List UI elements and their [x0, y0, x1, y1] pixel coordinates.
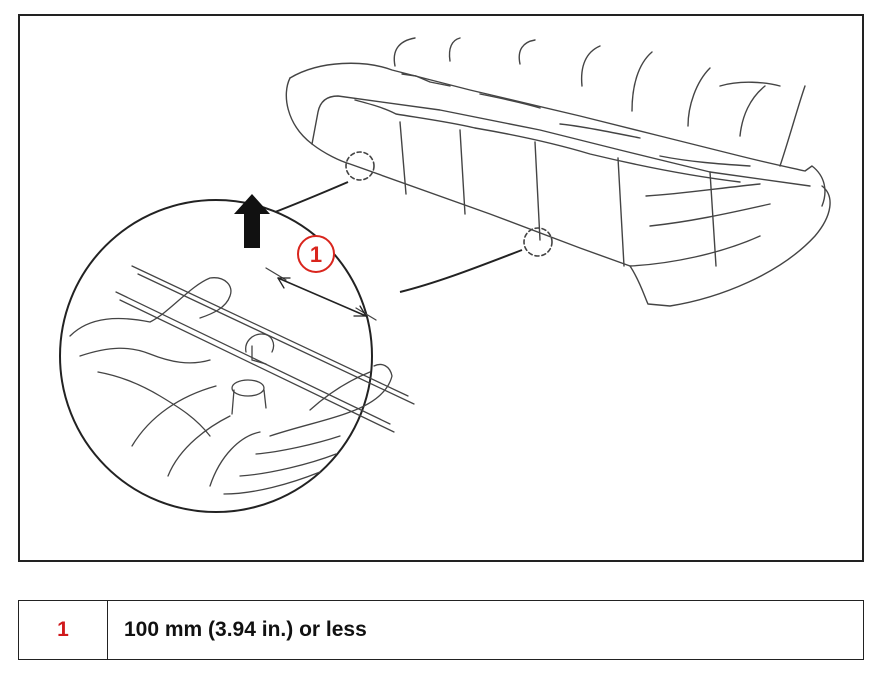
zoom-circle: [59, 199, 373, 513]
seat-back: [393, 37, 806, 167]
magnified-callout: [59, 181, 523, 513]
legend-key: 1: [18, 600, 108, 660]
callout-label: 1: [310, 242, 322, 267]
rear-hook-marker-left: [345, 151, 375, 181]
zoom-contents: [69, 265, 415, 495]
callout-1: 1: [297, 235, 335, 273]
legend-description: 100 mm (3.94 in.) or less: [107, 600, 864, 660]
up-arrow-icon: [234, 194, 270, 248]
callout-circle: [297, 235, 335, 273]
legend-table: 1 100 mm (3.94 in.) or less: [18, 600, 864, 660]
seat-cushion: [285, 62, 831, 307]
seat-removal-illustration: 1: [59, 37, 831, 513]
illustration-frame: 1: [18, 14, 864, 562]
legend-row: 1 100 mm (3.94 in.) or less: [18, 600, 864, 660]
rear-hook-marker-right: [523, 227, 553, 257]
hook-locations: [345, 151, 553, 257]
